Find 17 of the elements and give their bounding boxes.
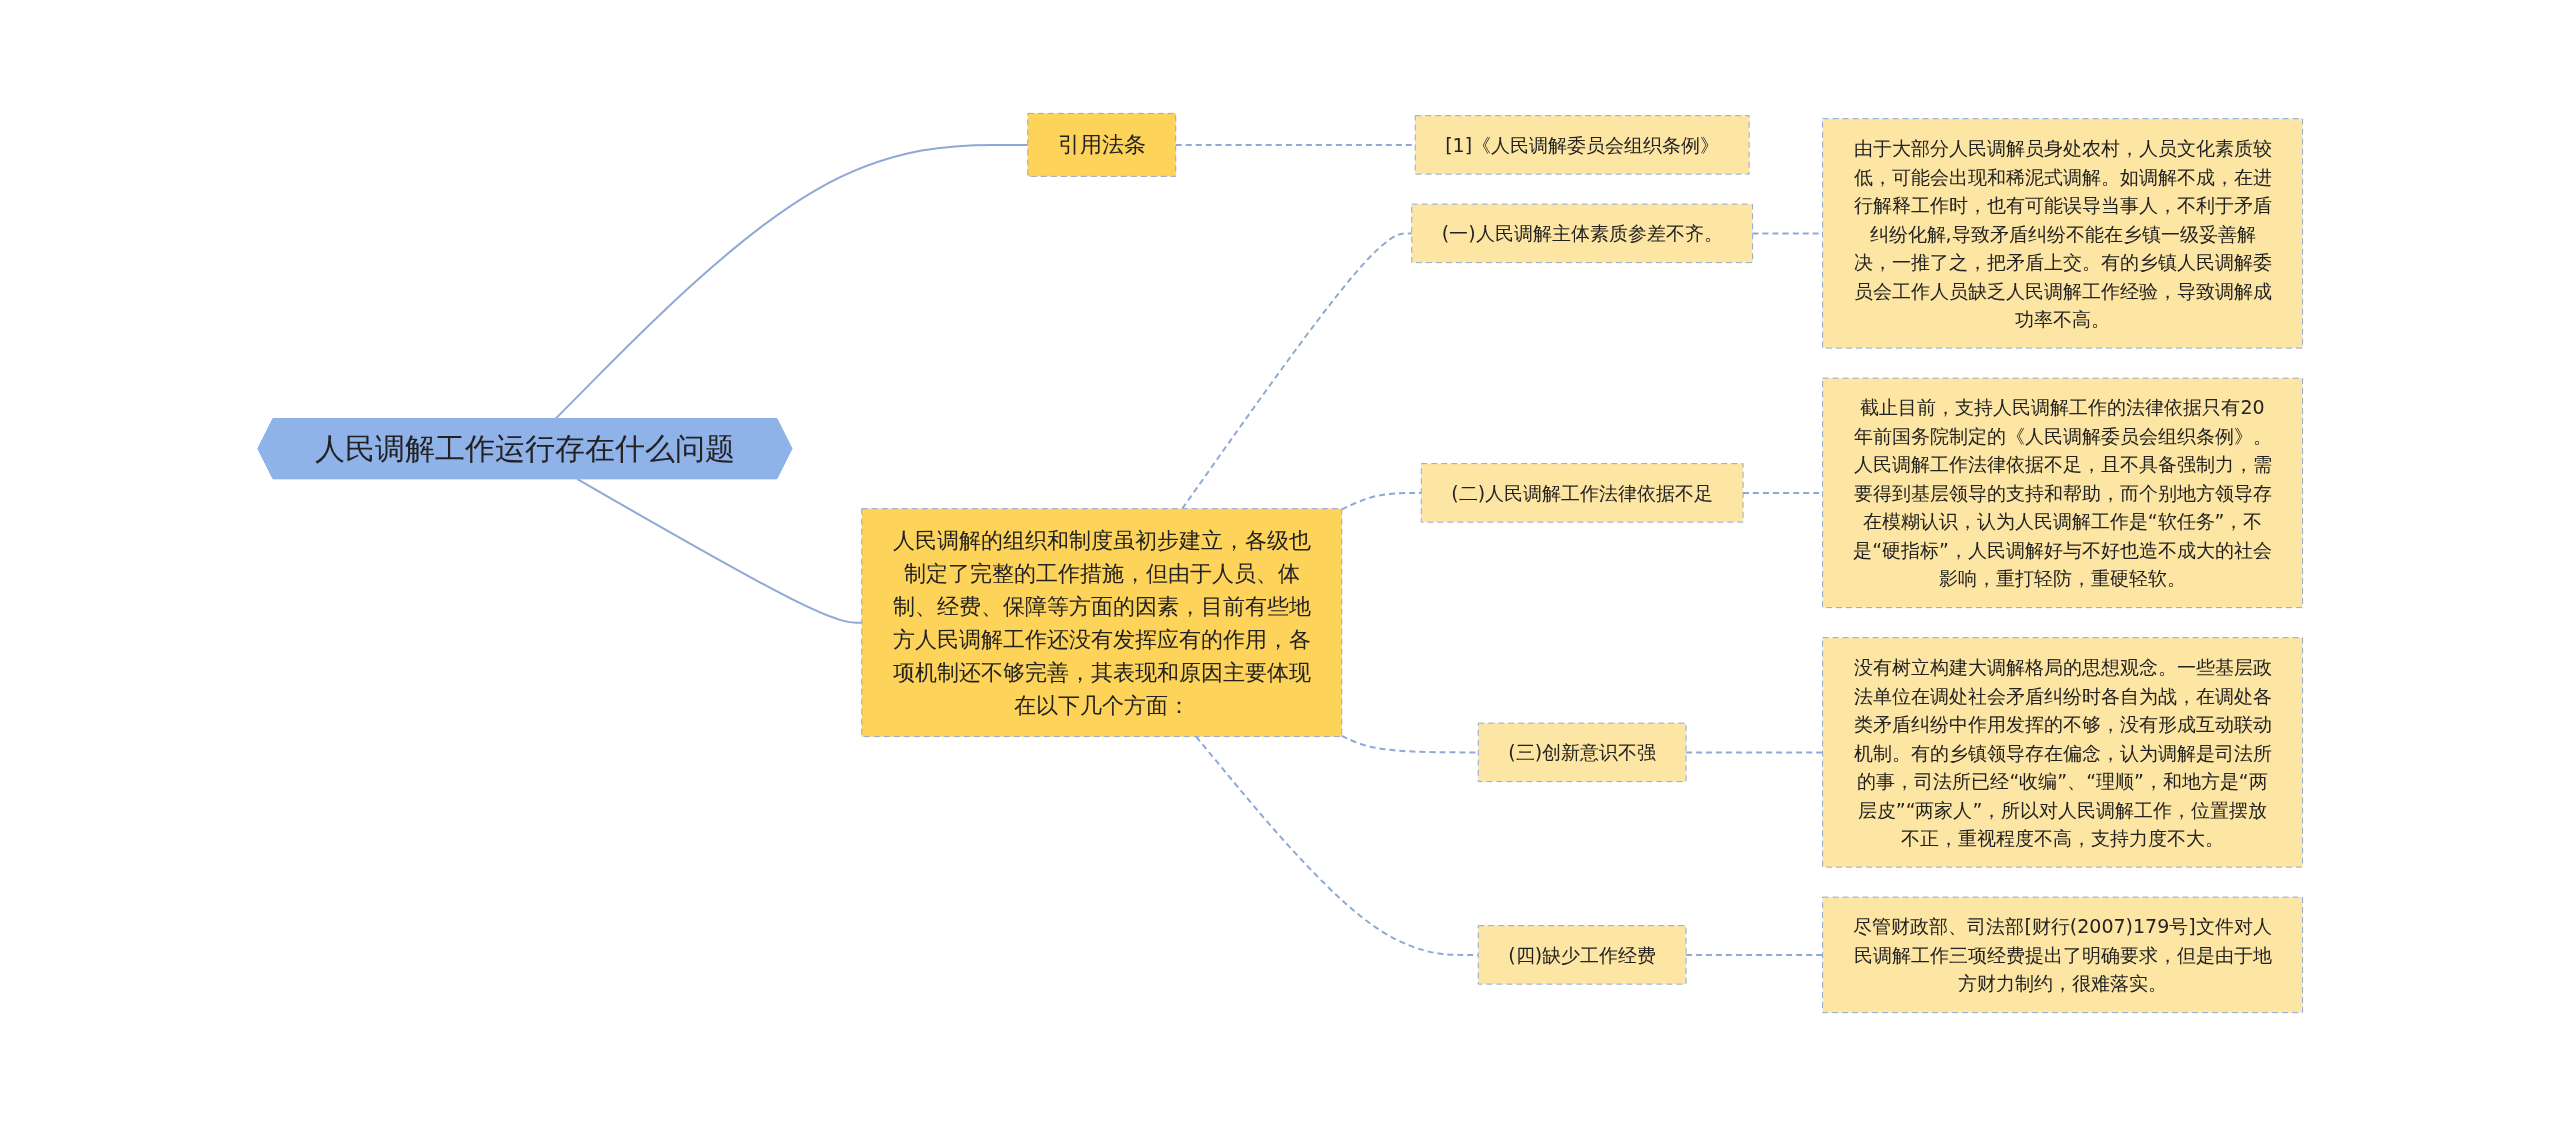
- node-box: (一)人民调解主体素质参差不齐。: [1410, 203, 1753, 264]
- node-box: [1]《人民调解委员会组织条例》: [1414, 115, 1750, 175]
- node-box: 尽管财政部、司法部[财行(2007)179号]文件对人民调解工作三项经费提出了明确要求，但是由于地方财力制约，很难落实。: [1821, 896, 2303, 1014]
- connector: [1181, 232, 1413, 510]
- node-box: 引用法条: [1026, 112, 1176, 177]
- connector: [576, 478, 863, 624]
- node-box: 由于大部分人民调解员身处农村，人员文化素质较低，可能会出现和稀泥式调解。如调解不成，在进行解释工作时，也有可能误导当事人，不利于矛盾纠纷化解,导致矛盾纠纷不能在乡镇一级妥善解决，一推了之，把矛盾上交。有的乡镇人民调解委员会工作人员缺乏人民调解工作经验，导致调解成功率不高。: [1821, 118, 2303, 349]
- node-box: 没有树立构建大调解格局的思想观念。一些基层政法单位在调处社会矛盾纠纷时各自为战，在调处各类矛盾纠纷中作用发挥的不够，没有形成互动联动机制。有的乡镇领导存在偏念，认为调解是司法所的事，司法所已经“收编”、“理顺”，和地方是“两层皮”“两家人”，所以对人民调解工作，位置摆放不正，重视程度不高，支持力度不大。: [1821, 637, 2303, 868]
- node-box: 人民调解的组织和制度虽初步建立，各级也制定了完整的工作措施，但由于人员、体制、经费、保障等方面的因素，目前有些地方人民调解工作还没有发挥应有的作用，各项机制还不够完善，其表现和原因主要体现在以下几个方面：: [860, 508, 1342, 738]
- node-box: 截止目前，支持人民调解工作的法律依据只有20年前国务院制定的《人民调解委员会组织条例》。人民调解工作法律依据不足，且不具备强制力，需要得到基层领导的支持和帮助，而个别地方领导存在模糊认识，认为人民调解工作是“软任务”，不是“硬指标”，人民调解好与不好也造不成大的社会影响，重打轻防，重硬轻软。: [1821, 377, 2303, 609]
- connector: [1684, 953, 1824, 956]
- node-box: (三)创新意识不强: [1477, 722, 1687, 783]
- connector: [1194, 735, 1479, 956]
- connector: [1340, 491, 1422, 511]
- node-box: (四)缺少工作经费: [1477, 925, 1687, 985]
- node-box: (二)人民调解工作法律依据不足: [1420, 463, 1744, 523]
- connector: [1684, 751, 1824, 754]
